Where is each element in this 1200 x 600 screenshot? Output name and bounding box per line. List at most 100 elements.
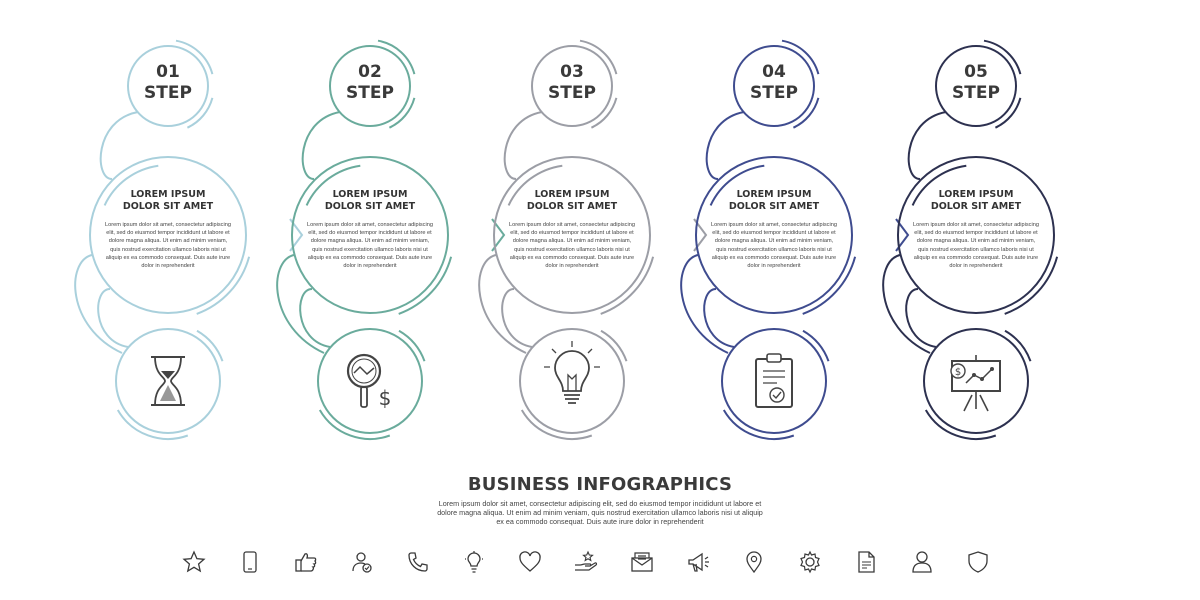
step-icon-arc-top: [600, 329, 628, 362]
svg-text:$: $: [379, 386, 392, 410]
smartphone-icon: [243, 551, 257, 573]
step-connector-upper: [99, 111, 139, 180]
step-icon-arc-bottom: [520, 409, 593, 440]
step-icon-arc-bottom: [116, 409, 189, 440]
hand-star-icon: [575, 550, 598, 571]
step-label: STEP: [952, 83, 1000, 103]
step-card-arc-outer: [1004, 256, 1059, 315]
step-icon-arc-bottom: [924, 409, 997, 440]
svg-text:$: $: [955, 367, 961, 378]
step-badge-circle: [935, 45, 1017, 127]
step-connector-lower: [501, 288, 533, 348]
step-icon-circle: [317, 328, 423, 434]
card-title-line1: LOREM IPSUM: [534, 189, 610, 200]
card-title-line1: LOREM IPSUM: [938, 189, 1014, 200]
card-title-line2: DOLOR SIT AMET: [930, 201, 1022, 212]
step-label: STEP: [346, 83, 394, 103]
step-icon-circle: [721, 328, 827, 434]
step-1-graphic: [74, 39, 304, 440]
step-badge-arc-top: [175, 39, 214, 75]
step-icon-circle: [115, 328, 221, 434]
step-connector-upper: [705, 111, 745, 180]
step-connector-upper: [907, 111, 947, 180]
step-card-arc-inner: [305, 164, 361, 206]
step-connector-outer: [680, 254, 729, 354]
step-card-circle: [89, 156, 247, 314]
idea-bulb-icon: [465, 551, 483, 573]
presentation-chart-icon: $: [950, 355, 1001, 412]
user-icon: [912, 551, 932, 573]
step-2-graphic: $: [276, 39, 506, 440]
step-label: STEP: [144, 83, 192, 103]
step-badge-arc-top: [983, 39, 1022, 75]
step-card-circle: [291, 156, 449, 314]
chevron-right-icon: [895, 218, 910, 252]
gear-icon: [800, 550, 820, 574]
step-3-graphic: [478, 39, 708, 440]
step-badge-arc-bottom: [186, 97, 214, 129]
step-badge-arc-top: [781, 39, 820, 75]
footer-description: Lorem ipsum dolor sit amet, consectetur …: [437, 499, 763, 526]
step-4-graphic: [680, 39, 910, 440]
step-5-graphic: $: [882, 39, 1059, 440]
phone-icon: [408, 552, 428, 572]
step-connector-lower: [703, 288, 735, 348]
heart-icon: [519, 551, 541, 572]
step-badge-arc-bottom: [388, 97, 416, 129]
card-title-line1: LOREM IPSUM: [130, 189, 206, 200]
location-pin-icon: [746, 551, 762, 574]
step-card-arc-inner: [103, 164, 159, 206]
document-icon: [858, 551, 875, 573]
step-icon-arc-bottom: [318, 409, 391, 440]
card-title-line1: LOREM IPSUM: [332, 189, 408, 200]
chevron-right-icon: [289, 218, 304, 252]
step-connector-lower: [97, 288, 129, 348]
step-label: STEP: [750, 83, 798, 103]
step-badge-circle: [329, 45, 411, 127]
step-card-arc-outer: [398, 256, 453, 315]
magnifier-dollar-icon: $: [346, 353, 392, 410]
step-badge-arc-top: [579, 39, 618, 75]
step-number: 02: [358, 62, 382, 82]
thumbs-up-icon: [295, 553, 317, 572]
step-badge-arc-bottom: [994, 97, 1022, 129]
step-icon-arc-top: [1004, 329, 1032, 362]
step-number: 05: [964, 62, 988, 82]
envelope-icon: [631, 552, 653, 572]
step-connector-lower: [299, 288, 331, 348]
step-badge-arc-top: [377, 39, 416, 75]
step-connector-upper: [503, 111, 543, 180]
footer-title: BUSINESS INFOGRAPHICS: [467, 474, 733, 495]
user-check-icon: [352, 552, 372, 573]
step-card-circle: [493, 156, 651, 314]
step-icon-circle: [519, 328, 625, 434]
star-icon: [182, 550, 206, 573]
card-title-line2: DOLOR SIT AMET: [122, 201, 214, 212]
card-body: Lorem ipsum dolor sit amet, consectetur …: [307, 222, 433, 270]
card-body: Lorem ipsum dolor sit amet, consectetur …: [105, 222, 231, 270]
step-number: 04: [762, 62, 786, 82]
hourglass-icon: [151, 356, 185, 406]
step-icon-arc-top: [802, 329, 830, 362]
step-connector-lower: [905, 288, 937, 348]
step-card-arc-inner: [709, 164, 765, 206]
lightbulb-icon: [544, 341, 600, 404]
step-badge-arc-bottom: [590, 97, 618, 129]
step-label: STEP: [548, 83, 596, 103]
step-badge-arc-bottom: [792, 97, 820, 129]
card-body: Lorem ipsum dolor sit amet, consectetur …: [711, 222, 837, 270]
step-card-arc-outer: [600, 256, 655, 315]
chevron-right-icon: [693, 218, 708, 252]
